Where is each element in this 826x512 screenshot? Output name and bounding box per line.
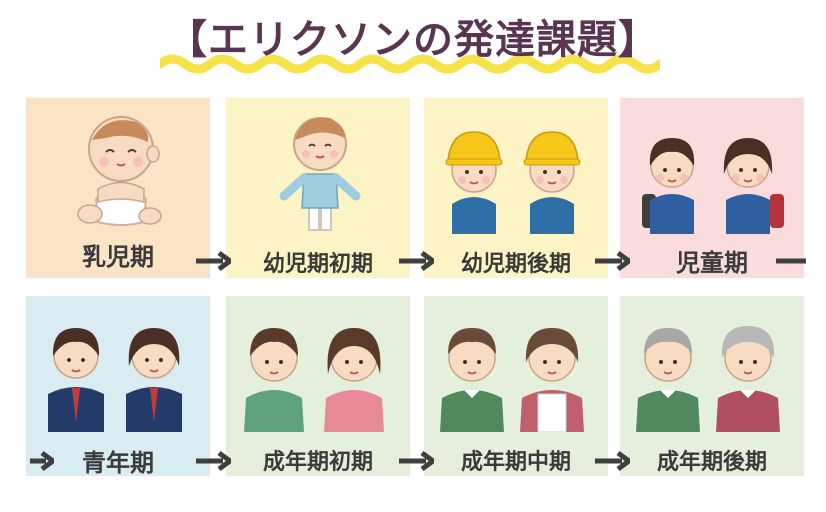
arrow-right-icon bbox=[399, 451, 434, 471]
stage-label-5: 青年期 bbox=[82, 449, 154, 477]
schoolchildren-illustration bbox=[642, 138, 784, 234]
stage-card-adolescence: 青年期 bbox=[26, 296, 210, 477]
stage-card-early-childhood: 幼児期初期 bbox=[226, 98, 410, 278]
arrow-right-icon bbox=[595, 251, 630, 271]
stage-label-1: 乳児期 bbox=[82, 243, 154, 271]
title-underline-wave bbox=[160, 54, 660, 74]
arrow-right-icon bbox=[196, 251, 231, 271]
arrow-right-icon bbox=[399, 251, 434, 271]
stage-card-young-adulthood: 成年期初期 bbox=[226, 296, 410, 476]
arrow-right-icon bbox=[595, 451, 630, 471]
arrow-continue-line-icon bbox=[776, 258, 806, 264]
stage-label-6: 成年期初期 bbox=[262, 450, 373, 475]
stage-label-4: 児童期 bbox=[676, 249, 748, 277]
preschoolers-illustration bbox=[445, 131, 581, 234]
arrow-right-icon bbox=[30, 451, 54, 471]
stage-label-7: 成年期中期 bbox=[460, 450, 571, 475]
stage-card-late-adulthood: 成年期後期 bbox=[620, 296, 804, 476]
page-title: 【エリクソンの発達課題】 bbox=[167, 17, 659, 63]
teens-illustration bbox=[48, 328, 182, 432]
stage-card-middle-adulthood: 成年期中期 bbox=[424, 296, 608, 476]
stage-label-3: 幼児期後期 bbox=[460, 252, 571, 277]
middle-aged-illustration bbox=[440, 328, 584, 432]
stage-card-late-childhood: 幼児期後期 bbox=[424, 98, 608, 278]
young-adults-illustration bbox=[244, 328, 384, 432]
toddler-illustration bbox=[279, 117, 361, 231]
arrow-right-icon bbox=[196, 451, 231, 471]
stage-card-school-age: 児童期 bbox=[620, 98, 804, 278]
elderly-illustration bbox=[636, 326, 780, 432]
stage-label-2: 幼児期初期 bbox=[262, 252, 373, 277]
stage-card-infancy: 乳児期 bbox=[26, 98, 210, 278]
stage-label-8: 成年期後期 bbox=[656, 450, 767, 475]
title-area: 【エリクソンの発達課題】 bbox=[0, 10, 826, 80]
baby-illustration bbox=[77, 116, 162, 226]
